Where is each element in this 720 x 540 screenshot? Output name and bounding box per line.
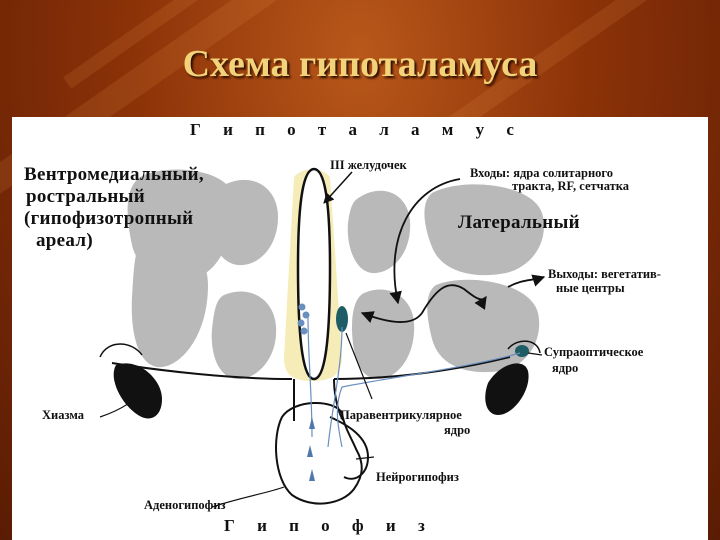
supraoptic-nucleus-mark xyxy=(515,345,529,357)
hypothalamus-label: Г и п о т а л а м у с xyxy=(190,120,523,139)
nucleus-left-lower-inner xyxy=(211,291,277,379)
neurohypophysis-lobe xyxy=(329,416,370,480)
diagram-drawing xyxy=(99,167,546,508)
outputs-label-2: ные центры xyxy=(556,281,625,295)
arrow-ventricle xyxy=(323,171,353,204)
ventromedial-label-2: ростральный xyxy=(26,186,146,207)
chiasm-right xyxy=(485,363,529,415)
third-ventricle-outline xyxy=(296,167,332,381)
slide-title: Схема гипоталамуса xyxy=(182,43,538,85)
pointer-adenohypophysis xyxy=(211,486,285,508)
ventromedial-label-4: ареал) xyxy=(36,230,93,251)
pointer-neurohypophysis xyxy=(355,456,375,460)
chiasm-left-outline xyxy=(99,343,143,358)
nucleus-right-lower-outer xyxy=(427,279,540,373)
inputs-label-2: тракта, RF, сетчатка xyxy=(512,179,630,193)
lateral-label: Латеральный xyxy=(458,212,580,233)
ventromedial-label-1: Вентромедиальный, xyxy=(24,164,204,185)
arrow-lateral-circuit xyxy=(360,284,487,323)
hypothalamus-diagram: Г и п о т а л а м у с Вентромедиальный, … xyxy=(12,117,708,540)
chiasm-right-outline xyxy=(507,340,541,354)
nucleus-right-lower-inner xyxy=(352,289,415,379)
supraoptic-label-1: Супраоптическое xyxy=(544,345,644,359)
paraventricular-label-1: Паравентрикулярное xyxy=(340,408,462,422)
paraventricular-label-2: ядро xyxy=(444,423,471,437)
arrow-inputs xyxy=(389,178,461,305)
hypophysis-label: Г и п о ф и з xyxy=(224,516,434,535)
ventricle-label: III желудочек xyxy=(330,158,407,172)
nucleus-right-upper-outer xyxy=(424,184,544,276)
neurohypophysis-label: Нейрогипофиз xyxy=(376,470,459,484)
pointer-supraoptic xyxy=(527,352,543,356)
adenohypophysis-label: Аденогипофиз xyxy=(144,498,226,512)
pointer-paraventricular xyxy=(345,332,373,400)
paraventricular-nucleus-mark xyxy=(336,306,348,332)
nucleus-left-lower-outer xyxy=(131,235,208,368)
pointer-chiasm xyxy=(99,400,133,418)
inputs-label-1: Входы: ядра солитарного xyxy=(470,166,614,180)
nucleus-left-upper-inner xyxy=(209,179,278,266)
ventromedial-label-3: (гипофизотропный xyxy=(24,208,194,229)
chiasm-label: Хиазма xyxy=(42,408,85,422)
arrow-outputs xyxy=(507,274,546,288)
chiasm-left xyxy=(113,363,162,419)
outputs-label-1: Выходы: вегетатив- xyxy=(548,267,661,281)
supraoptic-label-2: ядро xyxy=(552,361,579,375)
